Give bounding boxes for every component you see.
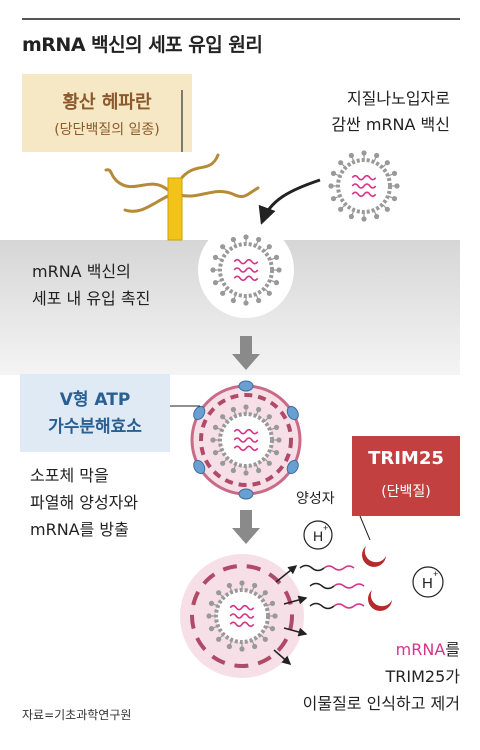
page-title: mRNA 백신의 세포 유입 원리	[22, 34, 263, 56]
down-arrow-2	[232, 510, 260, 544]
uptake-caption-line2: 세포 내 유입 촉진	[32, 289, 151, 308]
trim25-leader	[359, 515, 371, 541]
proton-2-charge: +	[433, 569, 438, 579]
result-mrna-word: mRNA	[395, 640, 446, 659]
uptake-caption: mRNA 백신의 세포 내 유입 촉진	[32, 258, 150, 312]
proton-1: H +	[303, 520, 333, 550]
result-caption-line1: mRNA를	[303, 636, 460, 663]
endosome-caption: 소포체 막을 파열해 양성자와 mRNA를 방출	[30, 462, 138, 543]
trim25-box: TRIM25 (단백질)	[352, 436, 460, 516]
lnp-particle-ruptured	[206, 580, 278, 652]
endosome-caption-line3: mRNA를 방출	[30, 520, 129, 539]
proton-2: H +	[412, 566, 444, 598]
lnp-label-line1: 지질나노입자로	[346, 89, 450, 108]
source-note: 자료=기초과학연구원	[22, 708, 132, 722]
result-caption: mRNA를 TRIM25가 이물질로 인식하고 제거	[303, 636, 460, 717]
endosome-caption-line2: 파열해 양성자와	[30, 493, 139, 512]
endosome-caption-line1: 소포체 막을	[30, 466, 109, 485]
heparan-subtitle: (당단백질의 일종)	[54, 122, 160, 138]
top-rule	[22, 18, 460, 20]
result-caption-line2: TRIM25가	[385, 667, 461, 686]
down-arrow-1	[232, 336, 260, 370]
trim25-title: TRIM25	[368, 448, 444, 469]
heparan-title: 황산 헤파란	[62, 92, 152, 113]
lnp-particle-free	[328, 150, 400, 222]
entry-arrow	[258, 178, 321, 225]
lnp-particle-endosome	[210, 404, 282, 476]
proton-2-symbol: H	[422, 575, 433, 592]
heparan-receptor	[104, 90, 260, 241]
proton-label: 양성자	[296, 491, 335, 507]
proton-1-charge: +	[323, 523, 328, 533]
result-caption-line3: 이물질로 인식하고 제거	[302, 694, 460, 713]
heparan-sulfate-box: 황산 헤파란 (당단백질의 일종)	[22, 74, 192, 152]
trim25-subtitle: (단백질)	[381, 484, 431, 500]
lnp-vaccine-label: 지질나노입자로 감싼 mRNA 백신	[331, 86, 450, 138]
released-mrna-strands	[299, 564, 365, 610]
proton-1-symbol: H	[313, 528, 323, 544]
lnp-label-line2: 감싼 mRNA 백신	[331, 115, 450, 134]
result-line1-rest: 를	[445, 640, 460, 659]
release-arrows	[273, 565, 308, 665]
lnp-particle-membrane	[210, 234, 282, 306]
uptake-caption-line1: mRNA 백신의	[32, 262, 131, 281]
v-atpase-label: V형 ATP 가수분해효소	[20, 387, 170, 441]
trim25-crescents	[362, 546, 392, 611]
v-atpase-pumps	[193, 380, 299, 500]
v-atpase-line1: V형 ATP	[59, 390, 131, 410]
v-atpase-box: V형 ATP 가수분해효소	[20, 374, 170, 452]
v-atpase-line2: 가수분해효소	[48, 417, 142, 437]
